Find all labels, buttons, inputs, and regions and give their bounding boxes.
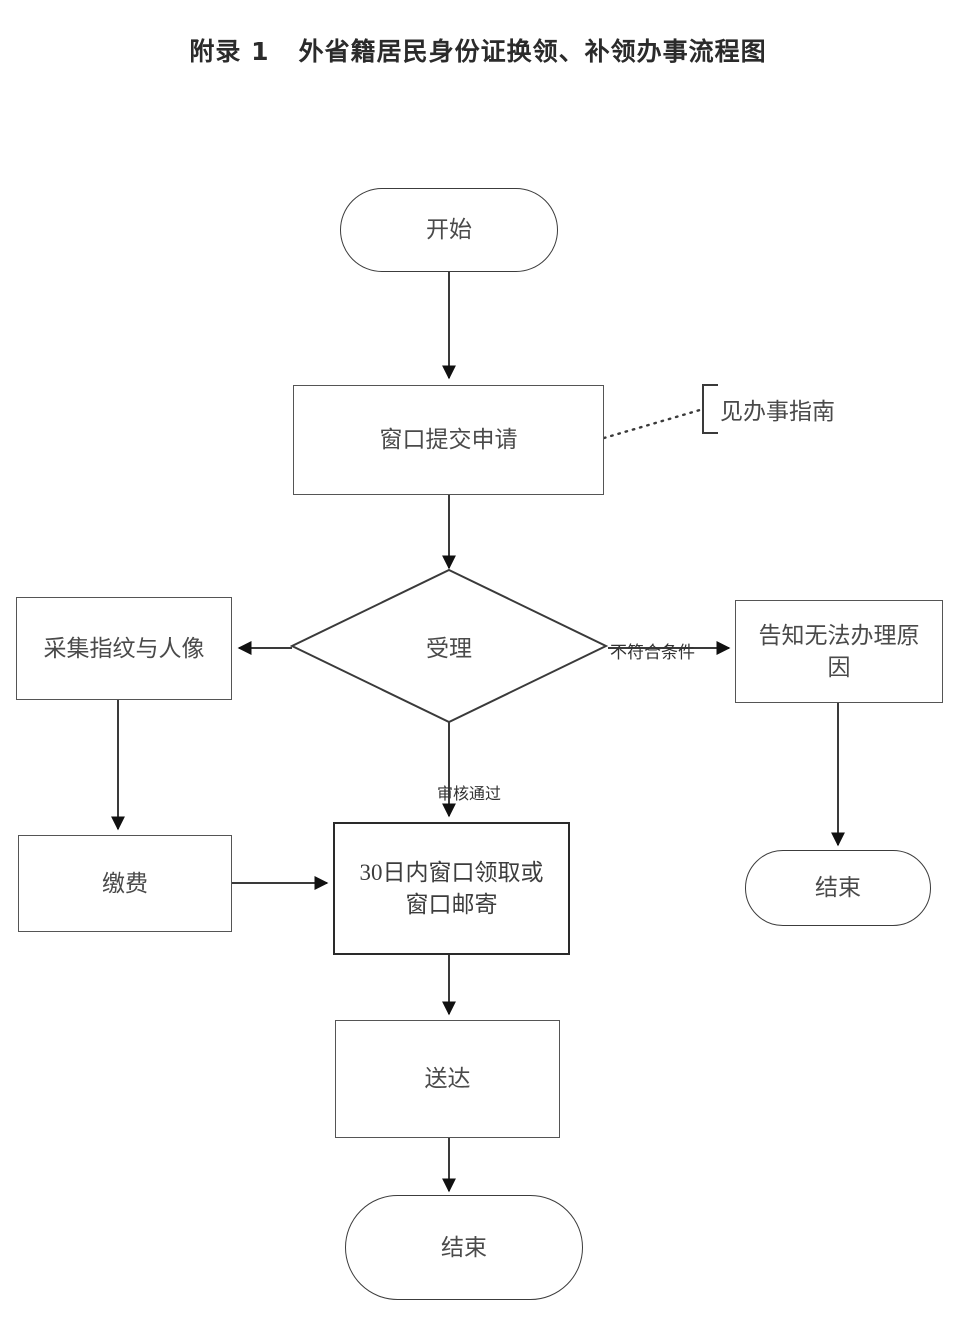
node-pickup-or-mail-label-line2: 窗口邮寄 [405, 891, 498, 917]
annotation-service-guide: 见办事指南 [702, 384, 835, 434]
node-start[interactable]: 开始 [340, 188, 558, 272]
node-collect-biometrics-label: 采集指纹与人像 [43, 635, 205, 661]
node-delivery-label: 送达 [424, 1066, 471, 1092]
node-end-reject[interactable]: 结束 [745, 850, 931, 926]
node-payment-label: 缴费 [102, 870, 148, 896]
node-pickup-or-mail[interactable]: 30日内窗口领取或 窗口邮寄 [333, 822, 570, 955]
edge-label-not-qualified: 不符合条件 [610, 643, 695, 662]
edge-label-review-passed: 审核通过 [437, 786, 502, 803]
annotation-service-guide-text: 见办事指南 [720, 399, 835, 424]
node-inform-reason[interactable]: 告知无法办理原因 [735, 600, 943, 703]
node-collect-biometrics[interactable]: 采集指纹与人像 [16, 597, 232, 700]
page-title: 附录 1 外省籍居民身份证换领、补领办事流程图 [189, 37, 767, 66]
node-inform-reason-label: 告知无法办理原因 [758, 623, 920, 680]
node-submit-application[interactable]: 窗口提交申请 [293, 385, 604, 495]
node-pickup-or-mail-label-line1: 30日内窗口领取或 [359, 860, 544, 886]
node-payment[interactable]: 缴费 [18, 835, 232, 932]
bracket-icon [702, 384, 718, 434]
node-submit-application-label: 窗口提交申请 [379, 427, 518, 453]
node-decision-accept[interactable]: 受理 [290, 568, 608, 724]
node-end-main-label: 结束 [441, 1234, 487, 1260]
edge-annotation-leader [602, 408, 702, 440]
node-start-label: 开始 [426, 217, 472, 243]
node-end-reject-label: 结束 [815, 875, 861, 901]
node-end-main[interactable]: 结束 [345, 1195, 583, 1300]
node-delivery[interactable]: 送达 [335, 1020, 560, 1138]
